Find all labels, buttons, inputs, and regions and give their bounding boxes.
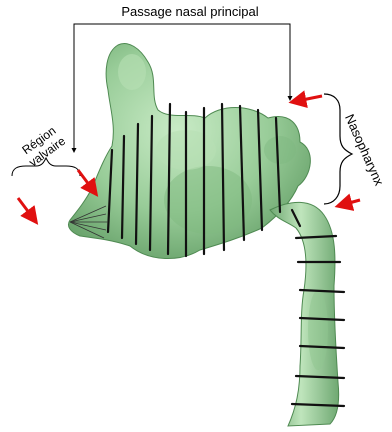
red-arrow-nasopharynx-top xyxy=(292,96,322,102)
red-arrow-valve-right xyxy=(78,170,96,194)
cavity-shade-blob xyxy=(118,54,146,90)
nasopharynx-brace xyxy=(324,94,352,204)
cavity-shade-blob xyxy=(308,290,328,370)
main-passage-label: Passage nasal principal xyxy=(121,4,258,19)
red-arrow-valve-left xyxy=(18,198,36,222)
cavity-shade-blob xyxy=(264,136,296,164)
red-arrow-nasopharynx-bottom xyxy=(338,200,360,206)
cavity-shade-blob xyxy=(164,166,252,234)
nasopharynx-label: Nasopharynx xyxy=(342,112,387,189)
